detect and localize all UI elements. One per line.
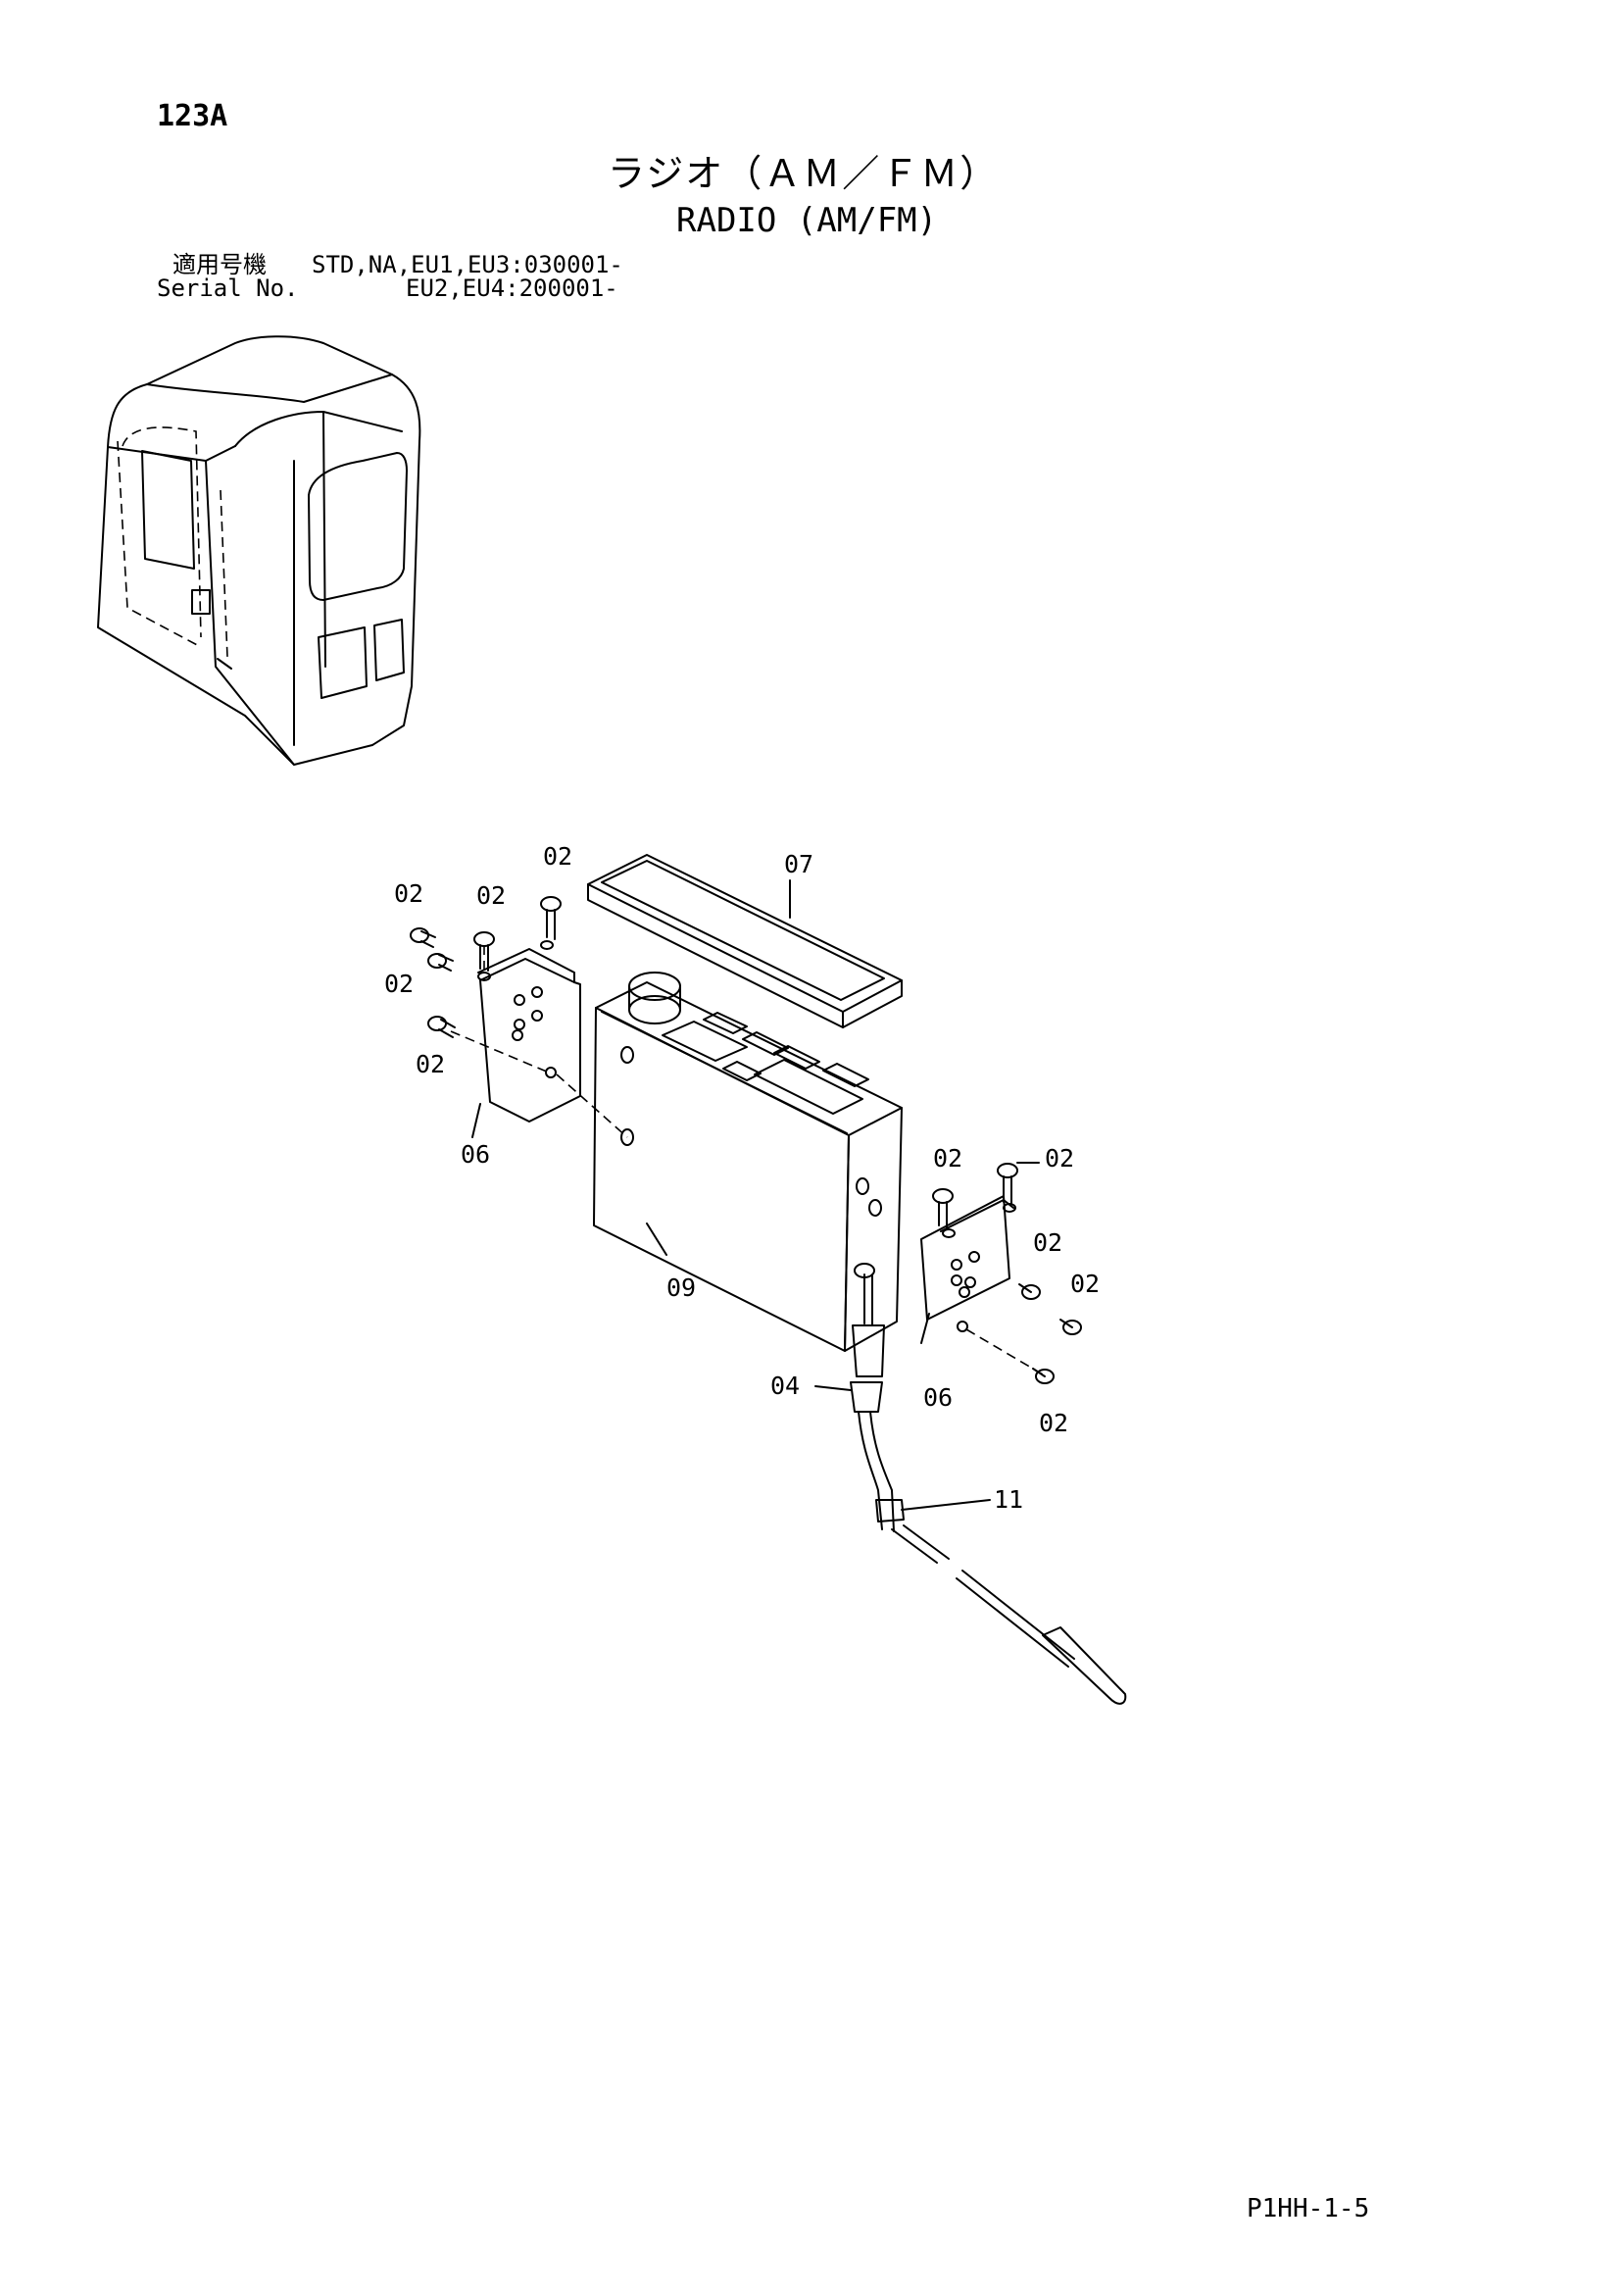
title-japanese: ラジオ（ＡＭ／ＦＭ） bbox=[608, 152, 1000, 195]
callout-02-h: 02 bbox=[1033, 1228, 1062, 1257]
serial-label-japanese: 適用号機 bbox=[172, 251, 267, 278]
callout-07: 07 bbox=[784, 850, 813, 878]
callout-02-f: 02 bbox=[933, 1144, 962, 1173]
page-code: P1HH-1-5 bbox=[1247, 2194, 1370, 2223]
callout-02-g: 02 bbox=[1045, 1144, 1074, 1173]
callout-02-a: 02 bbox=[394, 879, 423, 908]
callout-02-i: 02 bbox=[1070, 1270, 1100, 1298]
title-english: RADIO (AM/FM) bbox=[676, 201, 938, 240]
cover-part-07 bbox=[587, 854, 903, 1028]
bracket-right-part-06 bbox=[920, 1195, 1016, 1332]
serial-range-1: STD,NA,EU1,EU3:030001- bbox=[312, 251, 623, 278]
screw bbox=[427, 1016, 456, 1038]
callout-02-e: 02 bbox=[416, 1050, 445, 1078]
callout-09: 09 bbox=[666, 1273, 696, 1302]
serial-label-english: Serial No. bbox=[157, 275, 299, 302]
serial-range-2: EU2,EU4:200001- bbox=[406, 275, 618, 302]
callout-02-b: 02 bbox=[476, 881, 506, 910]
cab-overview-illustration bbox=[97, 335, 421, 766]
leader-lines bbox=[471, 879, 1040, 1511]
callout-04: 04 bbox=[770, 1372, 800, 1400]
callout-02-j: 02 bbox=[1039, 1409, 1068, 1437]
antenna-cable bbox=[850, 1273, 1127, 1705]
callout-02-d: 02 bbox=[384, 970, 414, 998]
bracket-left-part-06 bbox=[477, 940, 581, 1123]
screw bbox=[1059, 1319, 1082, 1335]
screw bbox=[410, 927, 436, 948]
callout-06-right: 06 bbox=[923, 1383, 953, 1412]
callout-06-left: 06 bbox=[461, 1140, 490, 1169]
screw bbox=[540, 896, 562, 940]
screws-part-02 bbox=[410, 896, 1082, 1384]
radio-unit-part-09 bbox=[593, 972, 903, 1352]
callout-labels: 02 02 02 02 02 07 06 02 02 02 02 09 04 0… bbox=[384, 842, 1100, 1514]
assembly-lines bbox=[450, 945, 1044, 1375]
screw bbox=[1018, 1283, 1041, 1300]
screw bbox=[997, 1163, 1018, 1205]
callout-02-c: 02 bbox=[543, 842, 572, 871]
callout-11: 11 bbox=[994, 1485, 1023, 1514]
screw bbox=[932, 1188, 954, 1228]
page-number: 123A bbox=[157, 99, 228, 133]
screw bbox=[427, 953, 454, 972]
